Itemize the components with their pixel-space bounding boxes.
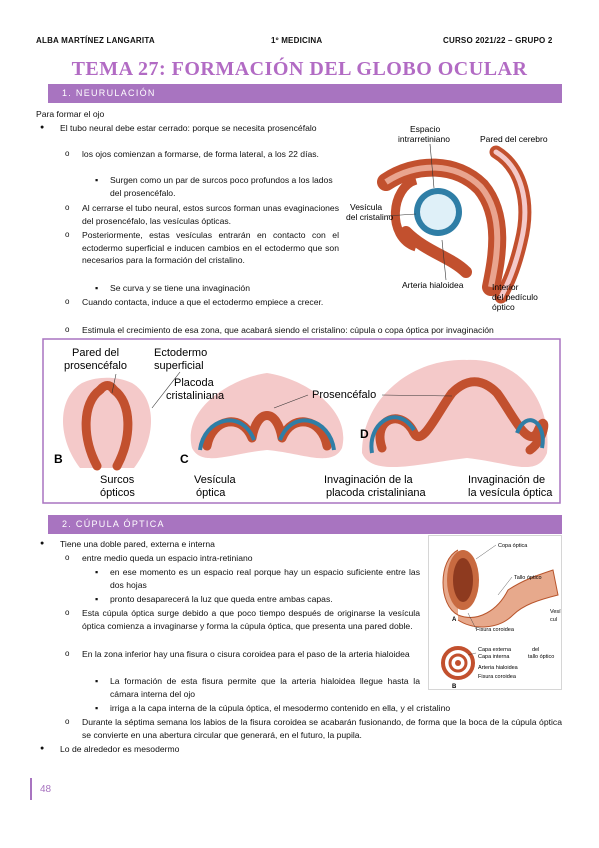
label-d: D xyxy=(360,427,369,441)
label-tallo-optico-b: tallo óptico xyxy=(528,654,554,660)
header-author: ALBA MARTÍNEZ LANGARITA xyxy=(36,36,155,45)
label-prosencefalo: Prosencéfalo xyxy=(312,389,376,401)
bullet-espacio-real: en ese momento es un espacio real porque… xyxy=(95,566,420,591)
label-arteria-hialoidea-b: Arteria hialoidea xyxy=(478,665,519,671)
header-course: 1º MEDICINA xyxy=(271,36,323,45)
label-interior: Interior xyxy=(492,282,519,292)
section-heading-cupula-optica: 2. CÚPULA ÓPTICA xyxy=(48,515,562,534)
page-number: 48 xyxy=(40,784,52,795)
label-del-cristalino: del cristalino xyxy=(346,212,394,222)
label-copa-optica: Copa óptica xyxy=(498,543,528,549)
label-optico: óptico xyxy=(492,302,515,312)
label-vesicula: Vesícula xyxy=(194,474,236,486)
bullet-tubo-neural: El tubo neural debe estar cerrado: porqu… xyxy=(40,122,339,135)
label-capa-interna: Capa interna xyxy=(478,654,510,660)
label-del: del xyxy=(532,647,539,653)
label-b: B xyxy=(54,452,63,466)
page-number-bar xyxy=(30,778,32,800)
bullet-formacion-fisura: La formación de esta fisura permite que … xyxy=(95,675,420,700)
label-placoda: Placoda xyxy=(174,377,215,389)
label-vesicula-optica: la vesícula óptica xyxy=(468,487,553,499)
label-fisura-coroidea-a: Fisura coroidea xyxy=(476,627,515,633)
intro-text: Para formar el ojo xyxy=(36,109,105,119)
label-prosencefalo-pared: prosencéfalo xyxy=(64,360,127,372)
label-ectodermo: Ectodermo xyxy=(154,347,207,359)
bullet-estimula: Estimula el crecimiento de esa zona, que… xyxy=(65,324,562,337)
label-vesi: Vesí xyxy=(550,609,561,615)
bullet-doble-pared: Tiene una doble pared, externa e interna xyxy=(40,538,420,551)
label-optica: óptica xyxy=(196,487,226,499)
label-opticos: ópticos xyxy=(100,487,135,499)
label-pared-del: Pared del xyxy=(72,347,119,359)
figure-cupula-3d: Copa óptica Tallo óptico Vesí cul A Fisu… xyxy=(428,535,562,690)
bullet-cupula-surge: Esta cúpula óptica surge debido a que po… xyxy=(65,607,420,632)
bullet-fisura-coroidea: En la zona inferior hay una fisura o cis… xyxy=(65,648,420,661)
label-vesicula: Vesícula xyxy=(350,202,382,212)
page-title: TEMA 27: FORMACIÓN DEL GLOBO OCULAR xyxy=(71,58,528,80)
header-group: CURSO 2021/22 – GRUPO 2 xyxy=(443,36,553,45)
label-placoda-cristaliniana: placoda cristaliniana xyxy=(326,487,427,499)
label-invaginacion-vesicula: Invaginación de xyxy=(468,474,545,486)
label-superficial: superficial xyxy=(154,360,204,372)
label-surcos: Surcos xyxy=(100,474,135,486)
label-c: C xyxy=(180,452,189,466)
bullet-ojos-comienzan: los ojos comienzan a formarse, de forma … xyxy=(65,148,339,161)
label-fisura-coroidea-b: Fisura coroidea xyxy=(478,674,517,680)
section-heading-neurulacion: 1. NEURULACIÓN xyxy=(48,84,562,103)
label-tallo-optico: Tallo óptico xyxy=(514,575,542,581)
label-pared-cerebro: Pared del cerebro xyxy=(480,134,548,144)
label-b: B xyxy=(452,684,457,690)
bullet-septima-semana: Durante la séptima semana los labios de … xyxy=(65,716,562,741)
bullet-surgen-surcos: Surgen como un par de surcos poco profun… xyxy=(95,174,339,199)
bullet-se-curva: Se curva y se tiene una invaginación xyxy=(95,282,339,295)
figure-etapas-bcd: Pared del prosencéfalo Ectodermo superfi… xyxy=(42,338,561,504)
label-intrarretiniano: intrarretiniano xyxy=(398,134,450,144)
bullet-pronto-desaparecera: pronto desaparecerá la luz que queda ent… xyxy=(95,593,420,606)
label-a: A xyxy=(452,617,457,623)
label-cristaliniana: cristaliniana xyxy=(166,390,225,402)
bullet-posteriormente: Posteriormente, estas vesículas entrarán… xyxy=(65,229,339,267)
label-del-pediculo: del pedículo xyxy=(492,292,538,302)
label-arteria-hialoidea: Arteria hialoidea xyxy=(402,280,464,290)
bullet-cerrarse-tubo: Al cerrarse el tubo neural, estos surcos… xyxy=(65,202,339,227)
bullet-mesodermo: Lo de alrededor es mesodermo xyxy=(40,743,540,756)
bullet-irriga: irriga a la capa interna de la cúpula óp… xyxy=(95,702,510,715)
label-espacio: Espacio xyxy=(410,124,441,134)
label-cul: cul xyxy=(550,617,557,623)
bullet-cuando-contacta: Cuando contacta, induce a que el ectoder… xyxy=(65,296,339,309)
label-invaginacion-placoda: Invaginación de la xyxy=(324,474,414,486)
figure-cupula-optica-seccion: Espacio intrarretiniano Pared del cerebr… xyxy=(346,122,562,326)
label-capa-externa: Capa externa xyxy=(478,647,512,653)
bullet-entre-medio: entre medio queda un espacio intra-retin… xyxy=(65,552,420,565)
